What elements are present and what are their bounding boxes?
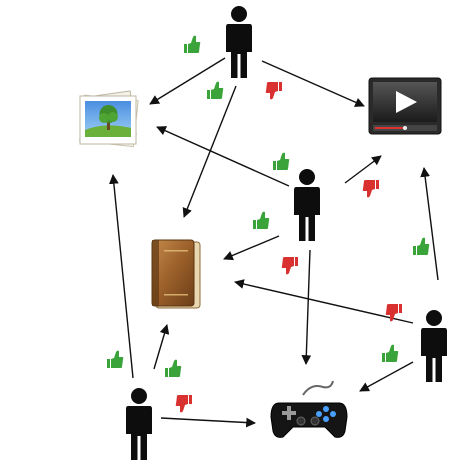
book-icon xyxy=(151,239,201,309)
thumbs-up-icon xyxy=(253,211,270,229)
edge-user-middle-to-item-video xyxy=(344,155,382,198)
thumbs-up-icon xyxy=(382,344,399,362)
edge-user-right-to-item-gamepad xyxy=(359,344,414,392)
edge-user-middle-to-item-photo xyxy=(156,126,290,187)
edge-arrow xyxy=(261,60,365,107)
video-player-icon xyxy=(368,77,442,135)
edge-arrow xyxy=(108,174,134,379)
edge-arrow xyxy=(156,126,290,187)
thumbs-up-icon xyxy=(107,350,124,368)
edge-arrow xyxy=(344,155,382,184)
edge-arrow xyxy=(149,57,226,105)
thumbs-up-icon xyxy=(207,81,224,99)
edge-user-top-to-item-video xyxy=(261,60,365,107)
person-icon-bottom xyxy=(126,388,152,460)
edge-arrow xyxy=(223,235,280,261)
edge-user-bottom-to-item-gamepad xyxy=(160,395,256,428)
person-icon-middle xyxy=(294,169,320,241)
edge-arrow xyxy=(301,249,312,365)
person-icon-right xyxy=(421,310,447,382)
person-icon-top xyxy=(226,6,252,78)
edge-user-right-to-item-video xyxy=(413,167,439,281)
edge-user-bottom-to-item-photo xyxy=(107,174,134,379)
thumbs-down-icon xyxy=(265,82,282,100)
edge-user-right-to-item-book xyxy=(234,279,414,324)
edge-arrow xyxy=(420,167,439,281)
thumbs-down-icon xyxy=(281,257,298,275)
edge-user-middle-to-item-gamepad xyxy=(281,249,312,365)
gamepad-icon xyxy=(270,380,348,438)
edge-arrow xyxy=(359,361,414,392)
edge-user-middle-to-item-book xyxy=(223,211,280,261)
edge-user-bottom-to-item-book xyxy=(153,324,182,377)
thumbs-down-icon xyxy=(362,180,379,198)
thumbs-up-icon xyxy=(413,237,430,255)
edge-arrow xyxy=(234,279,414,324)
photo-icon xyxy=(79,90,139,148)
edge-user-top-to-item-book xyxy=(182,81,237,218)
thumbs-down-icon xyxy=(175,395,192,413)
edge-arrow xyxy=(153,324,170,370)
thumbs-up-icon xyxy=(184,35,201,53)
edge-arrow xyxy=(160,417,256,428)
thumbs-up-icon xyxy=(165,359,182,377)
edge-user-top-to-item-photo xyxy=(149,35,226,105)
edge-arrow xyxy=(182,85,237,218)
thumbs-up-icon xyxy=(273,152,290,170)
